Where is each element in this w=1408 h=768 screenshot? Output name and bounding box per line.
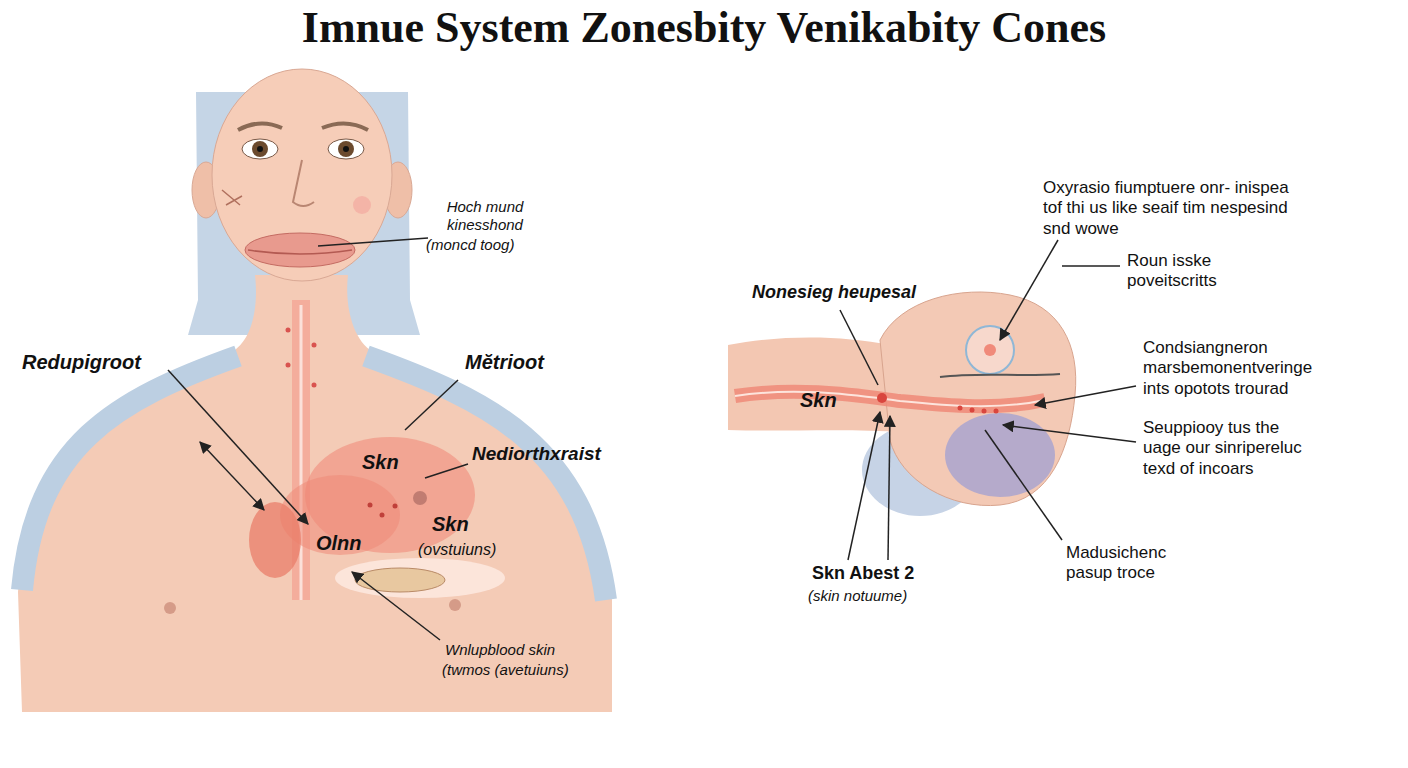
callout-label: Skn (362, 450, 412, 474)
callout-label: (skin notuume) (808, 587, 948, 605)
callout-label: Roun isske poveitscritts (1127, 251, 1257, 292)
leader-lines (168, 238, 1136, 640)
callout-label: Wnlupblood skin (445, 641, 585, 659)
callout-label: (ovstuiuns) (418, 540, 528, 559)
callout-label: Skn (800, 388, 850, 412)
callout-label: Condsiangneron marsbemonentveringe ints … (1143, 338, 1328, 399)
callout-label: Nediorthxraist (472, 443, 642, 466)
callout-label: (moncd toog) (426, 236, 546, 254)
callout-label: Skn Abest 2 (812, 563, 942, 585)
arm-figure (728, 292, 1076, 516)
callout-label: Skn (432, 512, 482, 536)
torso-figure (18, 69, 612, 712)
callout-label: (twmos (avetuiuns) (442, 661, 602, 679)
callout-label: Redupigroot (22, 350, 172, 374)
callout-label: Nonesieg heupesal (752, 282, 952, 304)
diagram-title: Imnue System Zonesbity Venikabity Cones (0, 2, 1408, 53)
callout-label: Mĕtrioot (465, 350, 585, 374)
callout-label: Madusichenc pasup troce (1066, 543, 1184, 584)
callout-label: Olnn (316, 531, 376, 555)
callout-label: Hoch mund kinesshond (430, 198, 540, 234)
callout-label: Seuppiooy tus the uage our sinripereluc … (1143, 418, 1319, 479)
callout-label: Oxyrasio fiumptuere onr- inispea tof thi… (1043, 178, 1305, 239)
